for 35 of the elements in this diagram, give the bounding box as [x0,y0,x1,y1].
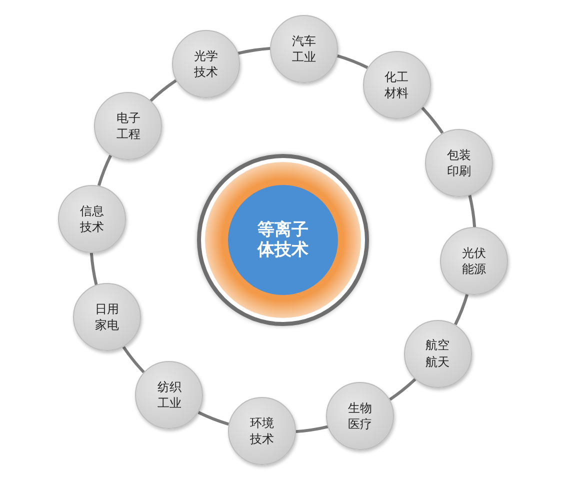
application-circle [270,15,338,84]
ring-connector [97,154,112,186]
node-label: 日用家电 [94,300,120,334]
application-circle [172,30,240,98]
node-label: 生物医疗 [347,400,374,432]
ring-connector [389,378,416,401]
node-label: 包装印刷 [446,146,472,180]
node-label: 电子工程 [115,110,142,142]
node-label: 环境技术 [248,414,275,448]
node-label: 纺织工业 [156,378,182,411]
ring-connector [198,411,230,426]
application-circle [135,360,204,429]
application-circle [326,382,394,450]
node-label: 光学技术 [192,48,219,80]
node-label: 信息技术 [79,202,106,236]
application-circle [94,92,162,160]
application-circle [73,283,142,352]
center-label: 等离子体技术 [256,220,310,260]
application-circle [424,128,493,197]
ring-connector [90,252,98,286]
node-label: 汽车工业 [291,32,318,66]
ring-connector [150,79,177,102]
node-label: 光伏能源 [460,244,487,278]
ring-connector [336,54,368,69]
application-circle [404,320,472,388]
application-circle [58,184,126,253]
ring-connector [122,346,145,374]
node-label: 化工材料 [384,69,410,102]
ring-connector [421,106,444,134]
ring-connector [238,46,270,55]
ring-connector [454,294,469,326]
ring-connector [468,194,476,228]
ring-connector [296,425,328,434]
node-label: 航空航天 [424,337,451,370]
application-circle [362,51,431,120]
